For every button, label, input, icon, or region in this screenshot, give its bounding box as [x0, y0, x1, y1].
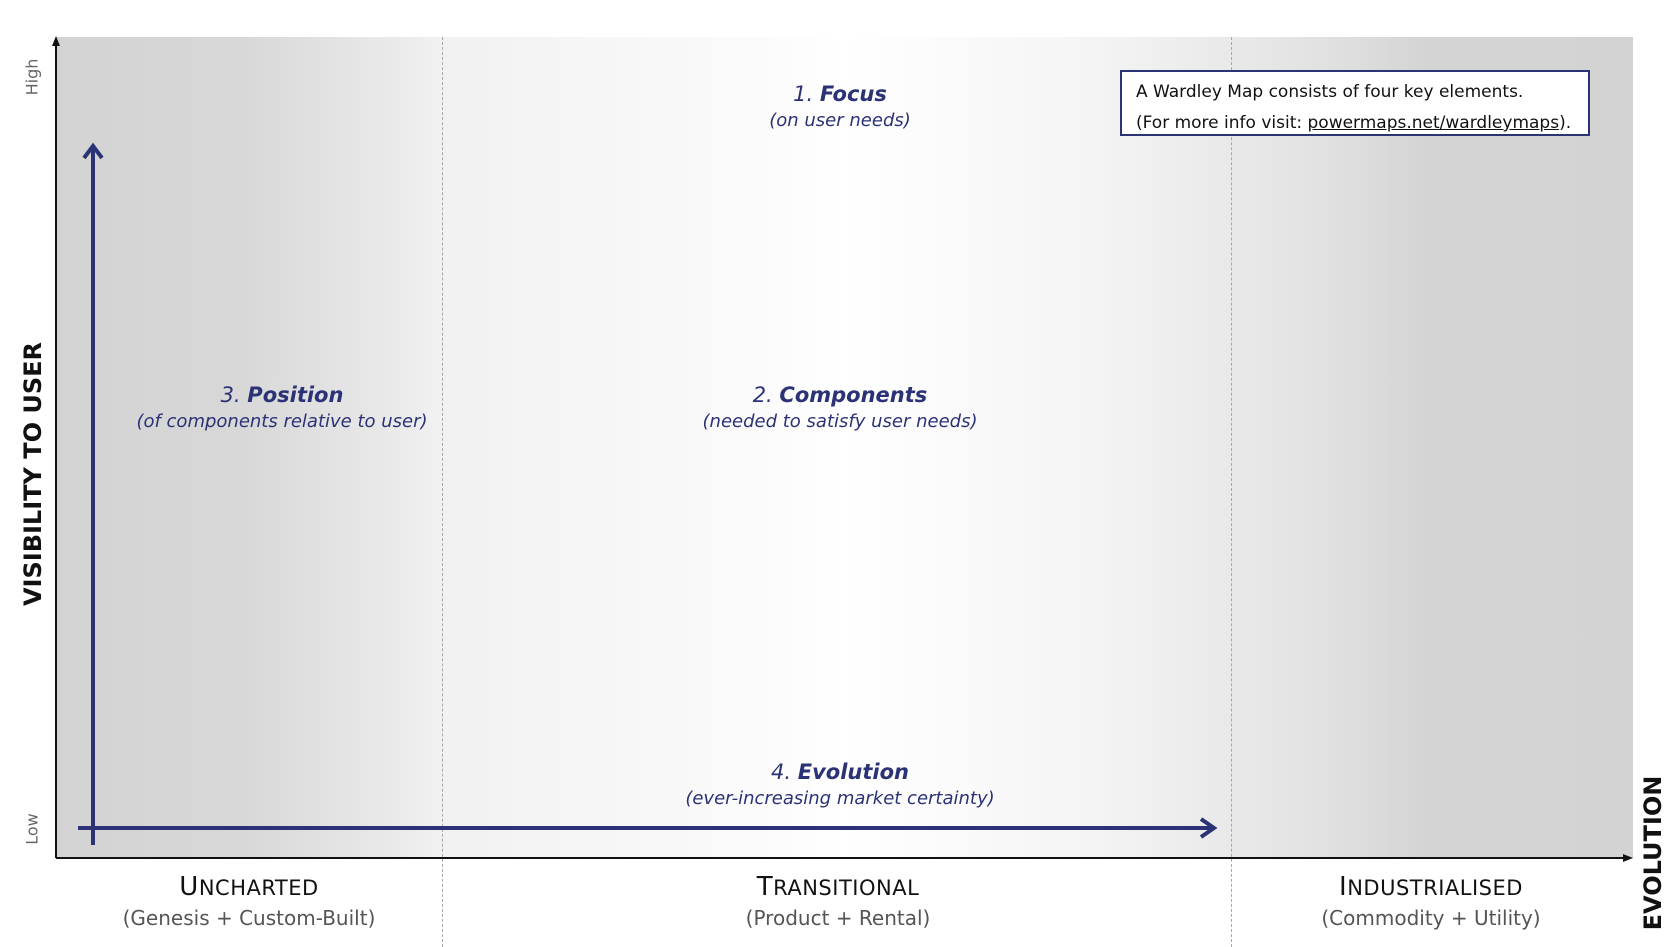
info-line-1: A Wardley Map consists of four key eleme…	[1136, 82, 1524, 102]
element-subtitle: (of components relative to user)	[136, 411, 428, 432]
element-components: 2. Components (needed to satisfy user ne…	[703, 383, 978, 432]
phase-initial: I	[1339, 872, 1348, 902]
info-line-2: (For more info visit: powermaps.net/ward…	[1136, 108, 1574, 139]
phase-industrialised: INDUSTRIALISED (Commodity + Utility)	[1321, 872, 1540, 930]
map-area	[56, 37, 1633, 858]
phase-transitional: TRANSITIONAL (Product + Rental)	[746, 872, 931, 930]
phase-title: NCHARTED	[198, 876, 319, 900]
phase-title: NDUSTRIALISED	[1347, 876, 1523, 900]
phase-initial: U	[179, 872, 199, 902]
phase-subtitle: (Genesis + Custom-Built)	[122, 906, 376, 930]
y-axis-arrowhead	[52, 36, 60, 46]
element-number: 4.	[771, 760, 792, 784]
phase-subtitle: (Product + Rental)	[745, 906, 931, 930]
element-focus: 1. Focus (on user needs)	[769, 82, 911, 131]
element-subtitle: (needed to satisfy user needs)	[702, 411, 978, 432]
powermaps-link[interactable]: powermaps.net/wardleymaps	[1307, 113, 1560, 133]
divider-transitional-industrialised	[1231, 37, 1232, 947]
element-subtitle: (on user needs)	[769, 110, 911, 131]
element-evolution: 4. Evolution (ever-increasing market cer…	[685, 760, 994, 809]
evolution-arrowhead	[1199, 817, 1218, 839]
element-title: Focus	[819, 82, 887, 106]
element-number: 1.	[793, 82, 814, 106]
element-number: 3.	[220, 383, 241, 407]
element-title: Position	[247, 383, 344, 407]
info-prefix: (For more info visit:	[1136, 113, 1308, 133]
y-axis-low-label: Low	[22, 813, 42, 845]
element-subtitle: (ever-increasing market certainty)	[685, 788, 995, 809]
element-title: Evolution	[797, 760, 909, 784]
phase-subtitle: (Commodity + Utility)	[1321, 906, 1541, 930]
info-suffix: ).	[1559, 113, 1572, 133]
phase-initial: T	[756, 872, 774, 902]
element-title: Components	[779, 383, 928, 407]
divider-uncharted-transitional	[442, 37, 443, 947]
info-box: A Wardley Map consists of four key eleme…	[1120, 70, 1590, 136]
visibility-arrowhead	[82, 142, 104, 160]
x-axis-arrowhead	[1623, 854, 1633, 862]
element-number: 2.	[752, 383, 773, 407]
x-axis-title: EVOLUTION	[1639, 775, 1667, 931]
y-axis-high-label: High	[22, 58, 42, 96]
phase-title: RANSITIONAL	[773, 876, 920, 900]
y-axis-title: VISIBILITY TO USER	[19, 341, 47, 607]
phase-uncharted: UNCHARTED (Genesis + Custom-Built)	[123, 872, 376, 930]
element-position: 3. Position (of components relative to u…	[136, 383, 427, 432]
